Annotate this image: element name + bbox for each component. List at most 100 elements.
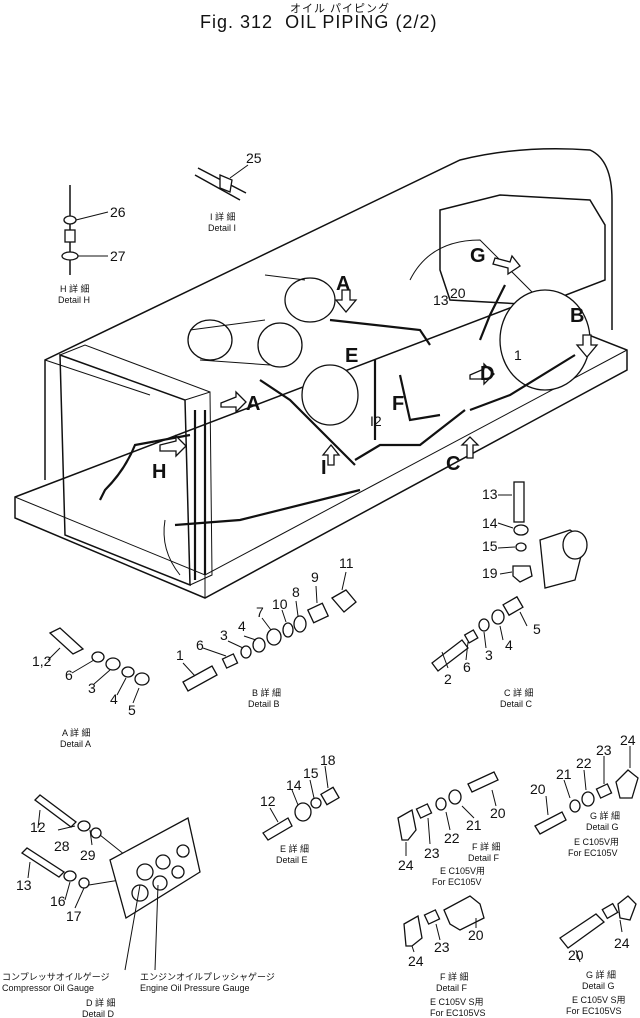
label-2-c: 2 (444, 671, 452, 687)
label-7-b: 7 (256, 604, 264, 620)
detail-d-en: Detail D (82, 1009, 115, 1018)
detail-a-jp: A 詳 細 (62, 727, 91, 738)
engine-cylinders (187, 274, 359, 426)
detail-a: 1,2 6 3 4 5 A 詳 細 Detail A (32, 627, 150, 749)
detail-d-jp: D 詳 細 (86, 997, 116, 1008)
figure-label: Fig. 312 (200, 12, 274, 32)
label-6-c: 6 (463, 659, 471, 675)
detail-i-en: Detail I (208, 223, 236, 233)
label-4-b: 4 (238, 618, 246, 634)
detail-f1-jp: F 詳 細 (472, 841, 501, 852)
detail-a-en: Detail A (60, 739, 91, 749)
label-13-main: 13 (433, 292, 449, 308)
detail-g1-model-en: For EC105V (568, 848, 618, 858)
engine-gauge-jp: エンジンオイルプレッシャゲージ (140, 971, 275, 982)
detail-g1-model-jp: E C105V用 (574, 837, 619, 847)
label-20-g1: 20 (530, 781, 546, 797)
detail-g-ec105v: 20 21 22 23 24 G 詳 細 Detail G E C105V用 F… (530, 732, 639, 858)
label-6-b: 6 (196, 637, 204, 653)
callout-a-left: A (246, 393, 260, 415)
label-23-f2: 23 (434, 939, 450, 955)
label-1-2: 1,2 (32, 653, 52, 669)
label-15-e: 15 (303, 765, 319, 781)
detail-g-ec105vs: 20 24 G 詳 細 Detail G E C105V S用 For EC10… (559, 895, 637, 1016)
detail-h: 26 27 H 詳 細 Detail H (58, 185, 126, 305)
detail-f-ec105vs: 24 23 20 F 詳 細 Detail F E C105V S用 For E… (403, 895, 486, 1018)
detail-i: 25 I 詳 細 Detail I (194, 150, 262, 233)
compressor-gauge-en: Compressor Oil Gauge (2, 983, 94, 993)
label-9-b: 9 (311, 569, 319, 585)
detail-e-jp: E 詳 細 (280, 843, 309, 854)
detail-f2-en: Detail F (436, 983, 468, 993)
label-29-d: 29 (80, 847, 96, 863)
detail-f2-model-jp: E C105V S用 (430, 997, 484, 1007)
label-21-f1: 21 (466, 817, 482, 833)
label-12-d: 12 (30, 819, 46, 835)
label-3-a: 3 (88, 680, 96, 696)
detail-f1-model-en: For EC105V (432, 877, 482, 887)
detail-g2-en: Detail G (582, 981, 615, 991)
figure-title: Fig. 312 OIL PIPING (2/2) (200, 12, 437, 33)
label-24-f2: 24 (408, 953, 424, 969)
label-i2-main: I2 (370, 413, 382, 429)
engine-gauge-en: Engine Oil Pressure Gauge (140, 983, 250, 993)
figure-name: OIL PIPING (285, 12, 390, 32)
label-16-d: 16 (50, 893, 66, 909)
callout-i: I (321, 457, 327, 479)
callout-d: D (480, 363, 494, 385)
label-10-b: 10 (272, 596, 288, 612)
label-4-c: 4 (505, 637, 513, 653)
radiator (59, 344, 213, 587)
detail-i-jp: I 詳 細 (210, 211, 236, 222)
label-24-g2: 24 (614, 935, 630, 951)
label-20-main: 20 (450, 285, 466, 301)
detail-h-jp: H 詳 細 (60, 283, 90, 294)
detail-f1-model-jp: E C105V用 (440, 866, 485, 876)
detail-f-ec105v: 24 23 22 21 20 F 詳 細 Detail F E C105V用 F… (397, 771, 506, 887)
label-21-g1: 21 (556, 766, 572, 782)
callout-b: B (570, 305, 584, 327)
detail-g2-jp: G 詳 細 (586, 969, 616, 980)
label-27: 27 (110, 248, 126, 264)
label-13-c: 13 (482, 486, 498, 502)
label-14-c: 14 (482, 515, 498, 531)
callout-c: C (446, 453, 460, 475)
label-8-b: 8 (292, 584, 300, 600)
detail-e-en: Detail E (276, 855, 308, 865)
label-5-c: 5 (533, 621, 541, 637)
label-24-g1: 24 (620, 732, 636, 748)
label-3-c: 3 (485, 647, 493, 663)
detail-b: 1 6 3 4 7 10 8 9 11 B 詳 細 Detail B (176, 555, 357, 709)
detail-d: 12 28 29 13 16 17 コンプレッサオイルゲージ Compresso… (2, 794, 275, 1018)
label-14-e: 14 (286, 777, 302, 793)
detail-c-en: Detail C (500, 699, 533, 709)
detail-e: 12 14 15 18 E 詳 細 Detail E (260, 752, 340, 865)
detail-f1-en: Detail F (468, 853, 500, 863)
label-19-c: 19 (482, 565, 498, 581)
detail-f2-jp: F 詳 細 (440, 971, 469, 982)
label-22-g1: 22 (576, 755, 592, 771)
label-17-d: 17 (66, 908, 82, 924)
label-11-b: 11 (339, 555, 354, 571)
sheet-indicator: (2/2) (395, 12, 438, 32)
figure-header: オイル パイピング Fig. 312 OIL PIPING (2/2) (0, 0, 640, 40)
detail-b-en: Detail B (248, 699, 280, 709)
label-18-e: 18 (320, 752, 336, 768)
label-4-a: 4 (110, 691, 118, 707)
callout-f: F (392, 393, 404, 415)
label-20-g2: 20 (568, 947, 584, 963)
label-26: 26 (110, 204, 126, 220)
label-13-d: 13 (16, 877, 32, 893)
callout-g: G (470, 245, 486, 267)
main-arrows (159, 254, 599, 466)
detail-f2-model-en: For EC105VS (430, 1008, 486, 1018)
callout-e: E (345, 345, 358, 367)
callout-h: H (152, 461, 166, 483)
label-3-b: 3 (220, 627, 228, 643)
detail-g2-model-en: For EC105VS (566, 1006, 622, 1016)
label-25: 25 (246, 150, 262, 166)
japanese-title: オイル パイピング (290, 3, 391, 15)
oil-pipes (99, 284, 576, 580)
label-15-c: 15 (482, 538, 498, 554)
